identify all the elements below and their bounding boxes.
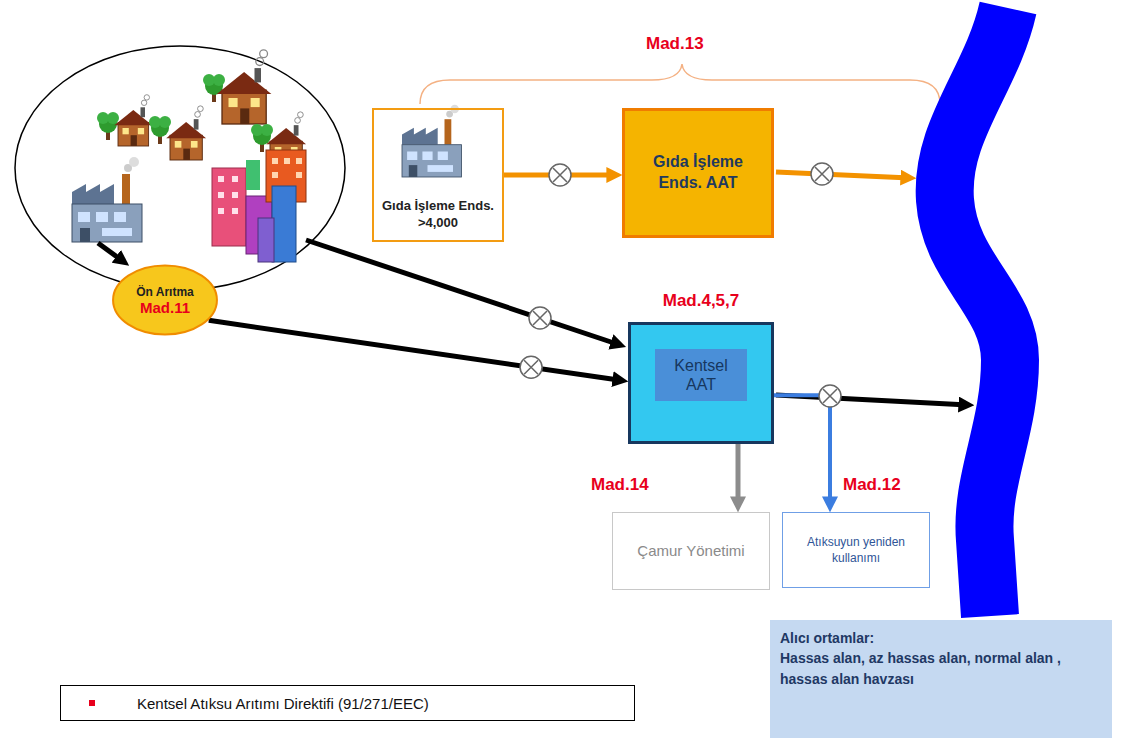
treatment-label-box: Kentsel AAT	[655, 349, 747, 401]
valve-symbol	[529, 307, 551, 329]
article-heading: Mad.12	[843, 475, 901, 495]
industry-box: Gıda İşleme Ends. >4,000	[372, 108, 504, 242]
node-text: Kentsel AAT	[659, 356, 743, 394]
houses	[97, 50, 306, 166]
valve-symbol	[520, 356, 542, 378]
article-bracket	[420, 64, 940, 104]
legend-entry: Kentsel Atıksu Arıtımı Direktifi (91/271…	[61, 695, 634, 712]
node-text: Mad.11	[140, 299, 190, 316]
factory-icon	[72, 157, 142, 242]
treatment-box: Mad.4,5,7Kentsel AAT	[628, 322, 774, 444]
node-text: Atıksuyun yeniden kullanımı	[791, 534, 921, 566]
factory-icon	[402, 105, 462, 177]
legend-bullet	[89, 700, 95, 706]
city-buildings	[212, 150, 306, 262]
flow-arrow	[306, 240, 620, 345]
settlement-outline	[15, 46, 345, 290]
node-text: Gıda İşleme Ends. >4,000	[378, 197, 498, 232]
flow-arrow	[98, 243, 124, 262]
flow-arrow	[774, 395, 830, 506]
flow-arrow	[736, 444, 741, 506]
river	[945, 8, 1010, 616]
discharge-arrow	[776, 172, 910, 178]
legend-box: Kentsel Atıksu Arıtımı Direktifi (91/271…	[60, 685, 635, 721]
node-text: Gıda İşleme Ends. AAT	[633, 152, 763, 194]
sludge-box: Mad.14Çamur Yönetimi	[612, 512, 770, 590]
node-text: Hassas alan, az hassas alan, normal alan…	[780, 648, 1102, 689]
valve-symbol	[819, 385, 841, 407]
valve-symbol	[811, 163, 833, 185]
node-text: Ön Arıtma	[136, 285, 194, 299]
treatment-box: Gıda İşleme Ends. AAT	[622, 108, 774, 238]
article-heading: Mad.14	[591, 475, 649, 495]
node-text: Alıcı ortamlar:	[780, 628, 874, 648]
pretreatment-ellipse: Ön ArıtmaMad.11	[112, 264, 218, 336]
node-text: Çamur Yönetimi	[637, 541, 744, 561]
article-heading: Mad.4,5,7	[631, 291, 771, 311]
receiving-water-box: Alıcı ortamlar:Hassas alan, az hassas al…	[770, 620, 1112, 738]
reuse-box: Mad.12Atıksuyun yeniden kullanımı	[782, 512, 930, 588]
valve-symbol	[549, 164, 571, 186]
legend-text: Kentsel Atıksu Arıtımı Direktifi (91/271…	[137, 695, 429, 712]
flow-arrow	[209, 320, 622, 380]
article-label: Mad.13	[646, 34, 704, 54]
